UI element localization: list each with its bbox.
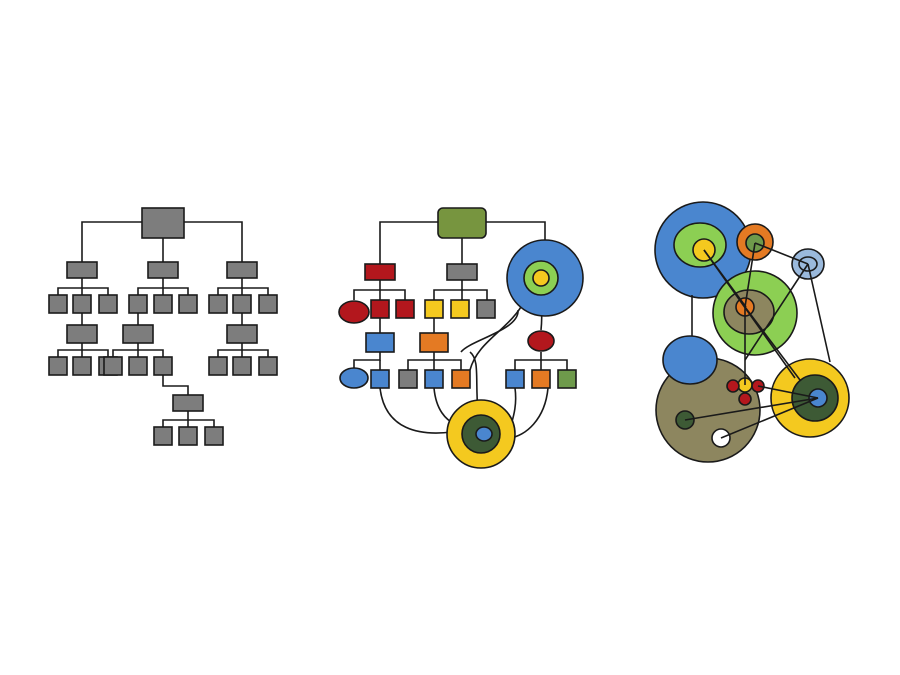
green-square-node — [557, 369, 577, 389]
staff-box — [72, 294, 92, 314]
staff-box — [258, 356, 278, 376]
hierarchy-nodes — [48, 207, 278, 446]
staff-box — [208, 294, 228, 314]
manager-box — [122, 324, 154, 344]
root-box — [437, 207, 487, 239]
network-shapes — [654, 201, 850, 463]
staff-box — [208, 356, 228, 376]
root-box — [141, 207, 185, 239]
network-diagram — [654, 201, 850, 463]
staff-box — [98, 294, 118, 314]
blue-square-node — [370, 369, 390, 389]
gray-square-node — [476, 299, 496, 319]
red-square-node — [370, 299, 390, 319]
manager-box — [66, 261, 98, 279]
staff-box — [48, 294, 68, 314]
network-connectors — [684, 242, 831, 439]
manager-box — [66, 324, 98, 344]
staff-box — [128, 294, 148, 314]
staff-box — [72, 356, 92, 376]
unit-box-gray — [446, 263, 478, 281]
orange-square-node — [451, 369, 471, 389]
staff-box — [103, 356, 123, 376]
blue-node — [662, 335, 718, 385]
unit-box-red — [364, 263, 396, 281]
blue-core — [475, 426, 493, 442]
gray-square-node — [398, 369, 418, 389]
hybrid-diagram — [338, 207, 584, 469]
blue-box-node — [365, 332, 395, 353]
hierarchy-connectors — [57, 221, 269, 427]
staff-box — [204, 426, 224, 446]
staff-box — [178, 294, 198, 314]
staff-box — [153, 294, 173, 314]
staff-box — [258, 294, 278, 314]
staff-box — [128, 356, 148, 376]
hybrid-nodes — [338, 207, 584, 469]
staff-box — [48, 356, 68, 376]
red-oval-node — [338, 300, 370, 324]
yellow-core — [532, 269, 550, 287]
orange-box-node — [419, 332, 449, 353]
staff-box — [232, 294, 252, 314]
red-small-node — [726, 379, 740, 393]
staff-box — [232, 356, 252, 376]
blue-square-node — [424, 369, 444, 389]
manager-box — [226, 324, 258, 344]
staff-box — [178, 426, 198, 446]
blue-square-node — [505, 369, 525, 389]
orange-square-node — [531, 369, 551, 389]
hierarchy-diagram — [48, 207, 278, 446]
red-square-node — [395, 299, 415, 319]
staff-box — [153, 356, 173, 376]
manager-box — [172, 394, 204, 412]
manager-box — [226, 261, 258, 279]
staff-box — [153, 426, 173, 446]
yellow-square-node — [424, 299, 444, 319]
blue-oval-node — [339, 367, 369, 389]
yellow-square-node — [450, 299, 470, 319]
red-small-node — [738, 392, 752, 406]
red-oval-node — [527, 330, 555, 352]
manager-box — [147, 261, 179, 279]
